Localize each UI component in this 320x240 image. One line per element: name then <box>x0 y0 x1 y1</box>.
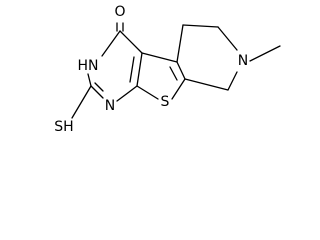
bond-c4a-c4b <box>141 52 178 63</box>
bond-c8-c8b <box>184 78 229 91</box>
bond-s-c8b <box>171 78 186 100</box>
bond-n-methyl <box>249 45 281 62</box>
thiophene-ring <box>136 52 186 100</box>
bond-c4b-c8b <box>176 61 186 80</box>
bond-c6-n <box>217 26 238 51</box>
bond-n-c2 <box>90 85 104 99</box>
atom-label-hn: HN <box>78 58 99 74</box>
bond-c8a-s <box>136 85 159 100</box>
structure-canvas: O HN SH N S N <box>54 4 281 135</box>
carbonyl-group <box>116 22 124 32</box>
bond-c4a-c8a <box>136 52 143 87</box>
molecule-structure-diagram: O HN SH N S N <box>54 4 281 135</box>
bond-c5-c6 <box>182 24 219 28</box>
atom-label-sulfur: S <box>161 94 170 110</box>
bond-c8a-n <box>116 85 138 102</box>
bond-c4b-c8b-inner <box>169 66 178 81</box>
atom-label-n-piperidine: N <box>238 53 248 69</box>
bond-n-c8 <box>227 71 238 91</box>
atom-label-sh: SH <box>54 119 73 135</box>
atom-label-oxygen: O <box>114 4 125 20</box>
bond-c4-c4a <box>119 30 143 54</box>
bond-c2-sh <box>71 85 92 119</box>
bond-c4a-c8a-inner <box>129 56 135 83</box>
bond-c4b-c5 <box>176 24 184 63</box>
atom-label-n-pyrimidine: N <box>105 98 115 114</box>
bond-c2-nh <box>87 73 92 87</box>
bond-n-c2-inner <box>94 82 104 92</box>
pyrimidinone-ring <box>87 30 143 102</box>
tetrahydropyridine-ring <box>176 24 238 91</box>
bond-nh-c4 <box>101 30 121 57</box>
